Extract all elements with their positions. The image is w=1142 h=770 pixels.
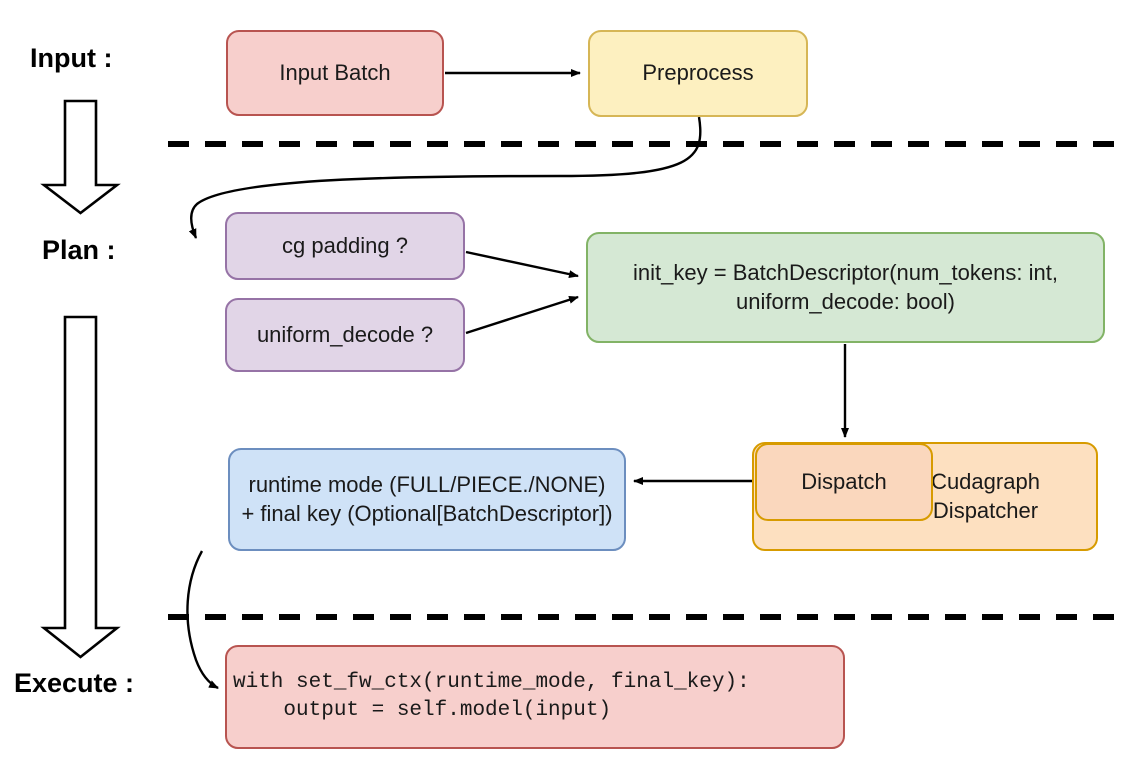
input-to-plan-arrow	[40, 99, 121, 215]
arrow-uniform-decode-to-init-key	[465, 295, 579, 335]
node-execute-code-line1: with set_fw_ctx(runtime_mode, final_key)…	[233, 670, 750, 694]
node-preprocess[interactable]: Preprocess	[588, 30, 808, 117]
node-runtime-mode-line2: + final key (Optional[BatchDescriptor])	[241, 500, 613, 526]
stage-label-plan: Plan :	[42, 235, 116, 265]
node-execute-code[interactable]: with set_fw_ctx(runtime_mode, final_key)…	[225, 645, 845, 749]
node-uniform-decode[interactable]: uniform_decode ?	[225, 298, 465, 372]
node-runtime-mode-line1: runtime mode (FULL/PIECE./NONE)	[248, 471, 606, 497]
node-execute-code-line2: output = self.model(input)	[233, 699, 612, 722]
arrow-runtime-mode-to-execute-code	[186, 550, 219, 690]
node-runtime-mode[interactable]: runtime mode (FULL/PIECE./NONE) + final …	[228, 448, 626, 551]
node-cg-padding[interactable]: cg padding ?	[225, 212, 465, 280]
stage-label-execute: Execute :	[14, 668, 135, 698]
stage-label-input: Input :	[30, 43, 113, 73]
node-init-key-line1: init_key = BatchDescriptor(num_tokens: i…	[633, 259, 1058, 285]
plan-to-execute-arrow	[40, 315, 121, 659]
node-init-key[interactable]: init_key = BatchDescriptor(num_tokens: i…	[586, 232, 1105, 343]
node-input-batch[interactable]: Input Batch	[226, 30, 444, 116]
node-dispatch[interactable]: Dispatch	[755, 443, 933, 521]
arrow-cg-padding-to-init-key	[465, 250, 579, 279]
node-cudagraph-dispatcher-label: Cudagraph Dispatcher	[931, 468, 1040, 523]
node-init-key-line2: uniform_decode: bool)	[736, 288, 955, 314]
